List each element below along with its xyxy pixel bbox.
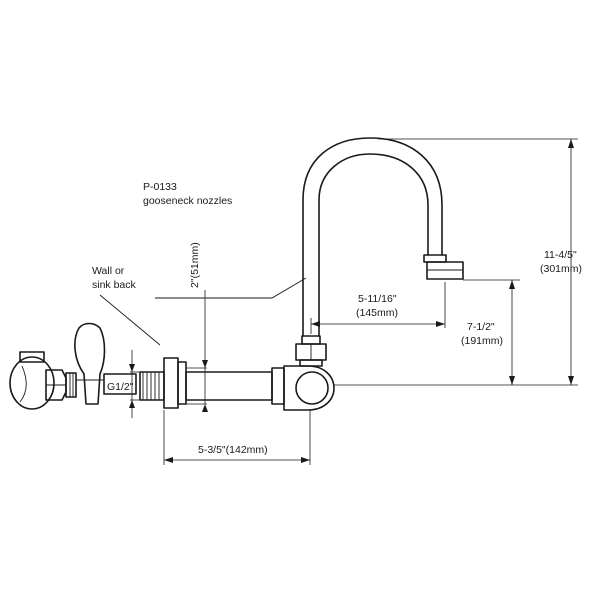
handle-assembly xyxy=(9,322,137,410)
elbow-body xyxy=(283,335,335,411)
total-height-label-a: 11-4/5" xyxy=(544,249,577,261)
reach-dim-label: 5-3/5"(142mm) xyxy=(198,444,268,456)
gooseneck-tube xyxy=(302,137,443,337)
total-height-label-b: (301mm) xyxy=(540,263,582,275)
spout-height-label-a: 7-1/2" xyxy=(467,321,495,333)
spout-reach-label-b: (145mm) xyxy=(356,307,398,319)
dim-spout-reach xyxy=(310,282,446,334)
spout-height-label-b: (191mm) xyxy=(461,335,503,347)
spout-reach-label-a: 5-11/16" xyxy=(358,293,397,305)
dim-thread xyxy=(129,350,140,418)
threaded-shank xyxy=(139,371,165,401)
dim-total-height xyxy=(334,138,578,386)
nozzle-tip xyxy=(423,254,464,280)
horizontal-arm xyxy=(185,367,285,405)
thread-label: G1/2" xyxy=(107,381,134,393)
nozzle-desc-label: gooseneck nozzles xyxy=(143,195,232,207)
dim-reach xyxy=(163,410,311,465)
wall-flange xyxy=(163,357,187,409)
leader-lines xyxy=(99,277,307,346)
wall-label-line2: sink back xyxy=(92,279,137,291)
stub-dim-label: 2"(51mm) xyxy=(189,242,201,288)
dim-spout-height xyxy=(463,279,520,385)
wall-label-line1: Wall or xyxy=(92,265,125,277)
nozzle-code-label: P-0133 xyxy=(143,181,177,193)
dim-stub xyxy=(186,290,208,412)
